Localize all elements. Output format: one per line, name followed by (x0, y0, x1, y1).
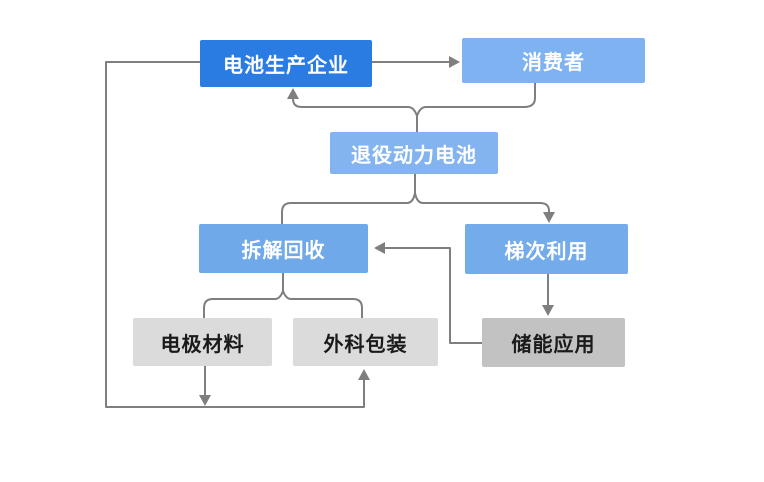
edge-brace-retired-split (281, 192, 550, 224)
node-retired-power-battery[interactable]: 退役动力电池 (330, 132, 498, 174)
arrowhead-into-consumer (449, 56, 460, 68)
node-dismantle-recycle[interactable]: 拆解回收 (199, 224, 368, 273)
edge-brace-dismantle-split (203, 290, 363, 318)
arrowhead-onto-bus (199, 395, 211, 406)
node-label: 电极材料 (160, 333, 245, 356)
arrowhead-into-producer (287, 88, 299, 99)
node-shell-packaging[interactable]: 外科包装 (293, 318, 438, 366)
edge-storage-to-dismantle (384, 247, 482, 344)
node-label: 拆解回收 (241, 240, 326, 262)
arrowhead-into-dismantle (374, 242, 385, 254)
node-label: 储能应用 (511, 334, 596, 356)
node-electrode-material[interactable]: 电极材料 (133, 318, 272, 366)
node-consumer[interactable]: 消费者 (462, 38, 645, 83)
node-label: 外科包装 (323, 333, 408, 356)
node-energy-storage-application[interactable]: 储能应用 (482, 318, 625, 367)
node-battery-producer[interactable]: 电池生产企业 (200, 40, 372, 87)
edge-return-bus (105, 61, 365, 408)
node-label: 消费者 (522, 52, 585, 74)
edge-brace-consumer-split (292, 83, 536, 117)
arrowhead-into-storage (542, 305, 554, 316)
node-label: 梯次利用 (504, 240, 589, 263)
arrowhead-into-packaging (358, 369, 370, 380)
node-label: 退役动力电池 (351, 144, 477, 167)
arrowhead-into-cascade (543, 212, 555, 223)
node-label: 电池生产企业 (223, 55, 349, 77)
node-cascade-utilization[interactable]: 梯次利用 (465, 224, 628, 274)
